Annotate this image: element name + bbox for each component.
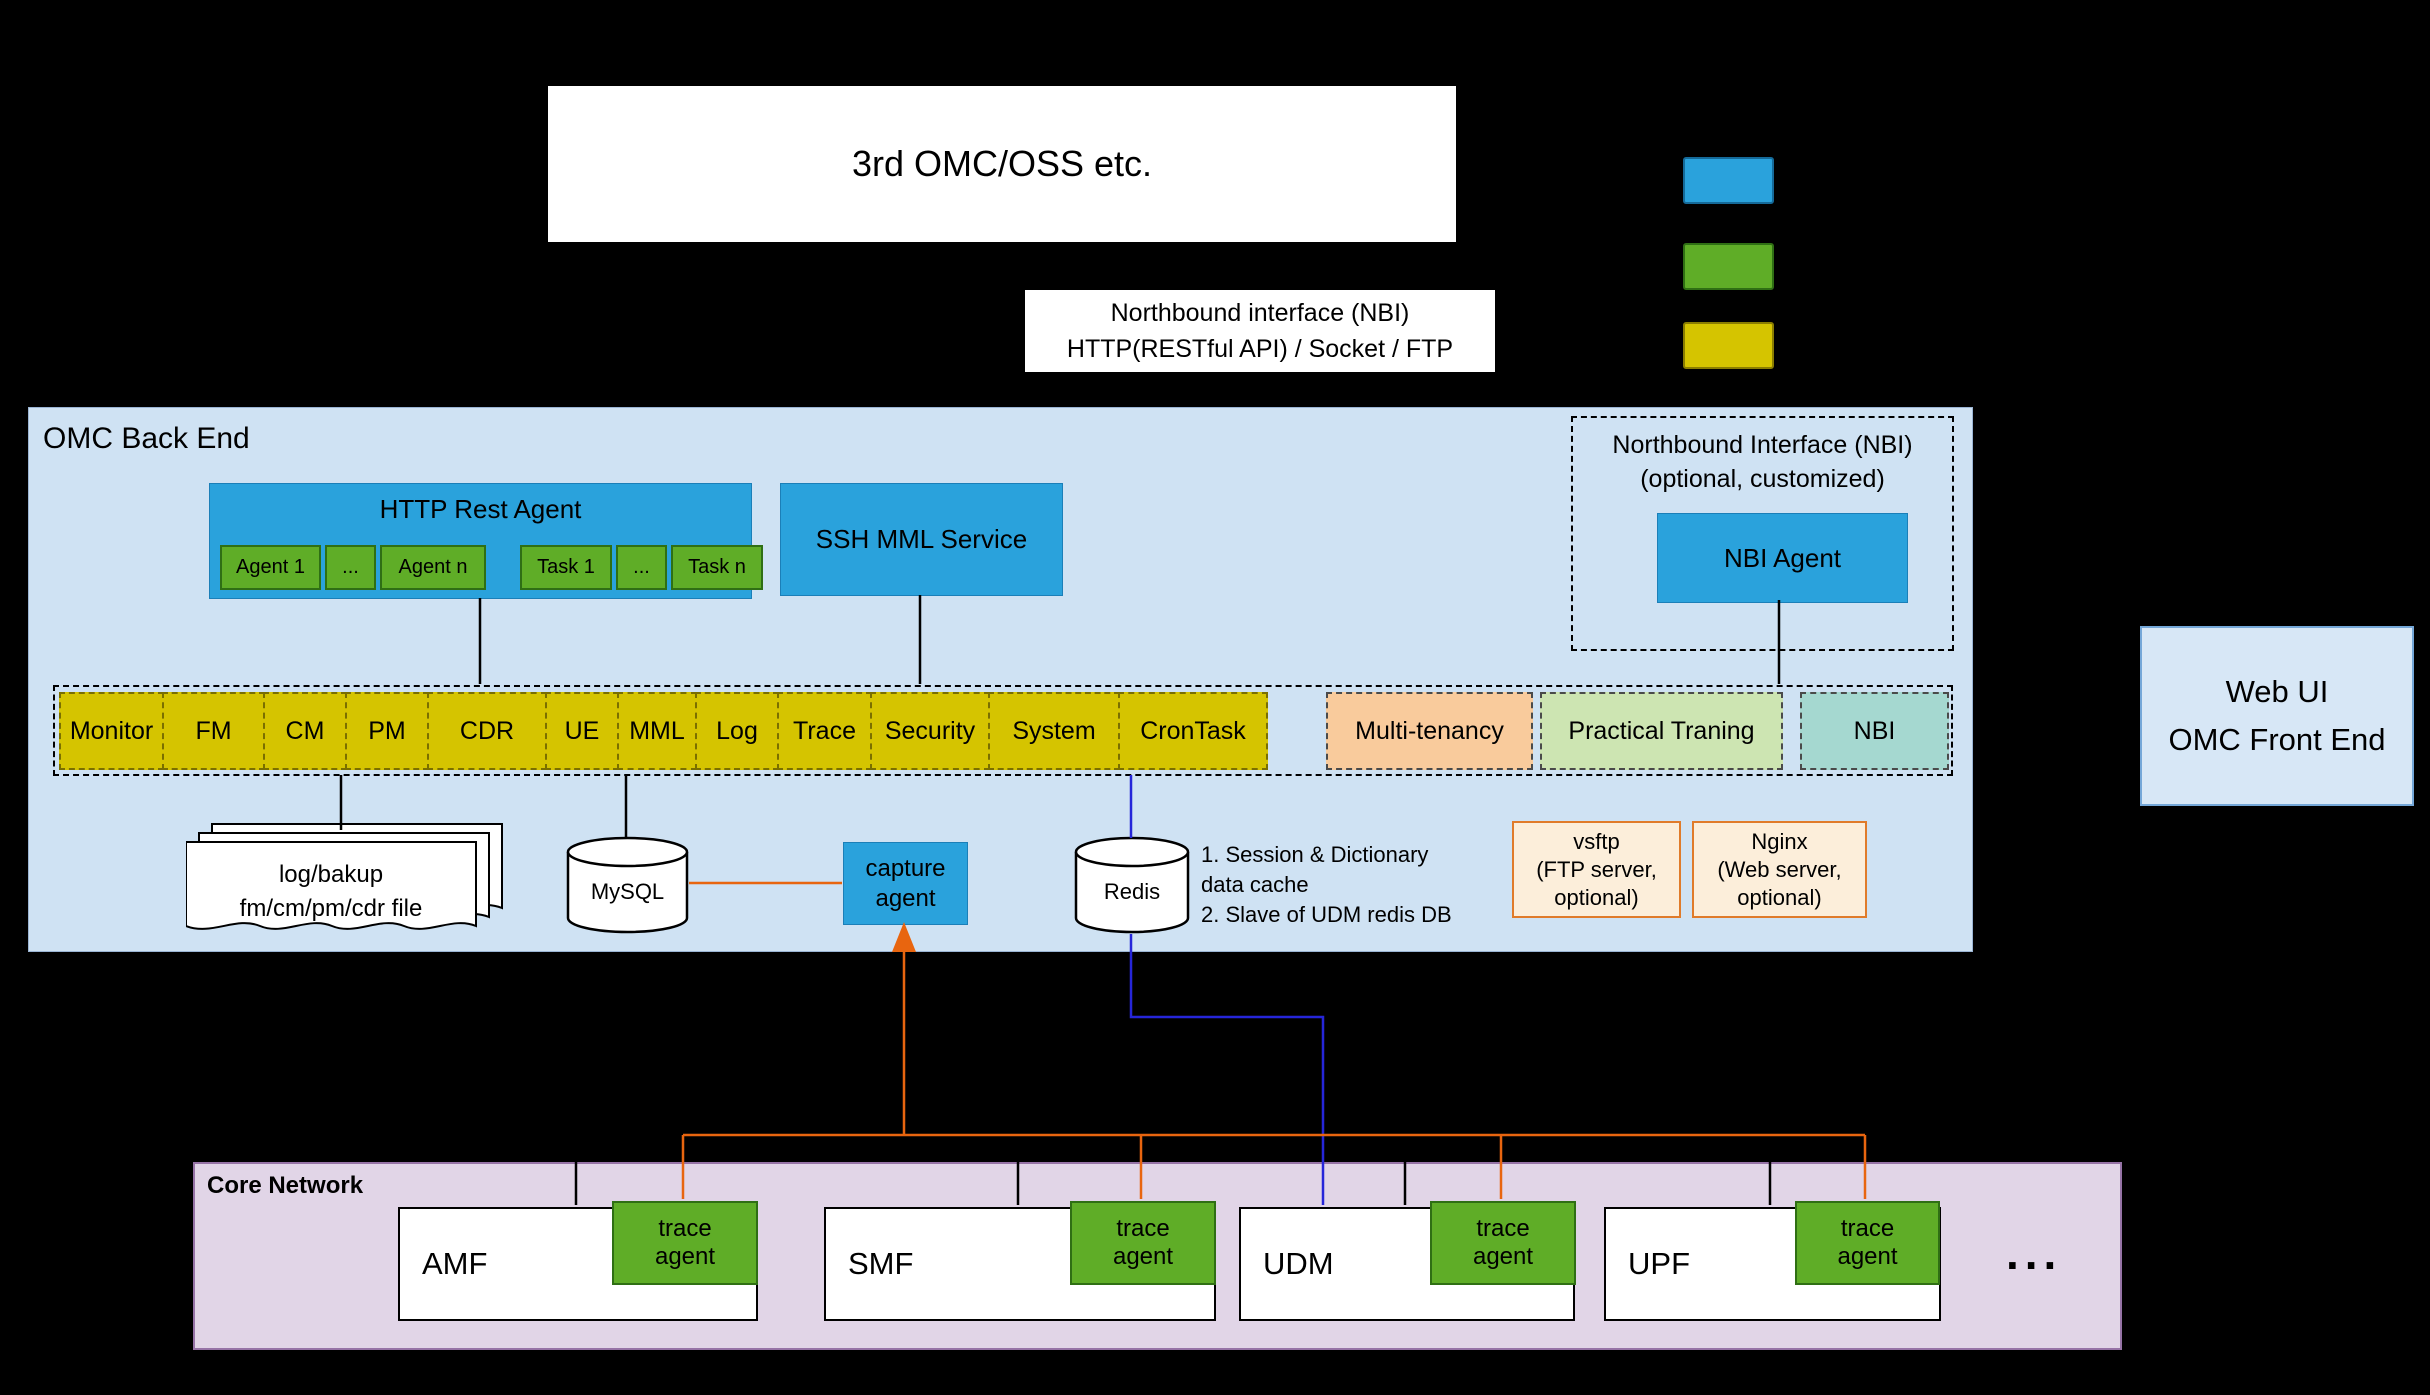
vsftp-line1: vsftp: [1573, 828, 1620, 854]
nginx-line3: optional): [1737, 884, 1822, 910]
task-1-box: Task 1: [520, 545, 612, 590]
trace-agent-line2: agent: [1112, 1243, 1174, 1270]
redis-label: Redis: [1103, 879, 1161, 904]
log-file-line1: log/bakup: [278, 861, 384, 888]
legend-blue-swatch: [1683, 157, 1774, 204]
ssh-mml-service-box: SSH MML Service: [780, 483, 1063, 596]
document-stack-icon: [185, 823, 503, 930]
web-ui-line1: Web UI: [2225, 674, 2329, 709]
nginx-line1: Nginx: [1751, 828, 1808, 854]
module-security: Security: [870, 692, 990, 770]
nbi-label-line2: HTTP(RESTful API) / Socket / FTP: [1066, 335, 1454, 363]
core-network-panel: Core Network AMF trace agent SMF trace a…: [193, 1162, 2122, 1350]
backend-panel-title: OMC Back End: [43, 422, 250, 455]
upf-label: UPF: [1628, 1246, 1690, 1281]
http-rest-agent-title: HTTP Rest Agent: [379, 494, 582, 524]
module-practical-training: Practical Traning: [1540, 692, 1783, 770]
nbi-optional-caption: Northbound Interface (NBI) (optional, cu…: [1573, 428, 1952, 496]
http-rest-agent-box: HTTP Rest Agent Agent 1 ... Agent n Task…: [209, 483, 763, 599]
vsftp-box: vsftp (FTP server, optional): [1512, 821, 1681, 918]
redis-note-line3: 2. Slave of UDM redis DB: [1201, 902, 1452, 927]
trace-agent-line1: trace: [1476, 1215, 1530, 1242]
log-file-label: log/bakup fm/cm/pm/cdr file: [190, 858, 472, 926]
omc-backend-panel: OMC Back End HTTP Rest Agent Agent 1 ...…: [28, 407, 1973, 952]
database-cylinder-icon: [1074, 836, 1190, 934]
module-crontask: CronTask: [1118, 692, 1268, 770]
module-multi-tenancy: Multi-tenancy: [1326, 692, 1533, 770]
trace-agent-line2: agent: [654, 1243, 716, 1270]
redis-note-line2: data cache: [1201, 872, 1309, 897]
trace-agent-line2: agent: [1472, 1243, 1534, 1270]
module-pm: PM: [345, 692, 429, 770]
mysql-label: MySQL: [590, 879, 665, 904]
module-fm: FM: [162, 692, 265, 770]
mysql-database: MySQL: [565, 835, 690, 935]
module-ue: UE: [545, 692, 619, 770]
nbi-agent-box: NBI Agent: [1657, 513, 1908, 603]
http-rest-agent-subagents: Agent 1 ... Agent n Task 1 ... Task n: [220, 545, 763, 590]
module-cm: CM: [263, 692, 347, 770]
trace-agent-line2: agent: [1837, 1243, 1898, 1270]
nbi-caption-line2: (optional, customized): [1640, 465, 1885, 493]
legend-yellow-swatch: [1683, 322, 1774, 369]
vsftp-line2: (FTP server,: [1536, 856, 1657, 882]
nbi-optional-container: Northbound Interface (NBI) (optional, cu…: [1571, 416, 1954, 651]
trace-agent-amf: trace agent: [612, 1201, 758, 1285]
nbi-label-line1: Northbound interface (NBI): [1110, 299, 1410, 327]
redis-note: 1. Session & Dictionary data cache 2. Sl…: [1201, 840, 1511, 930]
agent-ellipsis-box: ...: [325, 545, 376, 590]
trace-agent-smf: trace agent: [1070, 1201, 1216, 1285]
trace-agent-udm: trace agent: [1430, 1201, 1576, 1285]
backend-module-row: Monitor FM CM PM CDR UE MML Log Trace Se…: [53, 685, 1953, 776]
module-nbi: NBI: [1800, 692, 1949, 770]
log-file-line2: fm/cm/pm/cdr file: [239, 895, 423, 922]
core-network-title: Core Network: [207, 1172, 364, 1199]
module-trace: Trace: [777, 692, 872, 770]
third-party-omc-box: 3rd OMC/OSS etc.: [548, 86, 1456, 242]
udm-label: UDM: [1263, 1246, 1334, 1281]
vsftp-line3: optional): [1554, 884, 1639, 910]
agent-1-box: Agent 1: [220, 545, 321, 590]
module-mml: MML: [617, 692, 697, 770]
nbi-caption-line1: Northbound Interface (NBI): [1612, 431, 1913, 459]
redis-database: Redis: [1073, 835, 1191, 935]
capture-agent-line2: agent: [875, 884, 936, 912]
capture-agent-box: capture agent: [843, 842, 968, 925]
task-n-box: Task n: [671, 545, 763, 590]
database-cylinder-icon: [566, 836, 689, 934]
nbi-agent-label: NBI Agent: [1723, 542, 1842, 573]
subagent-spacer: [490, 545, 516, 590]
module-system: System: [988, 692, 1120, 770]
trace-agent-upf: trace agent: [1795, 1201, 1940, 1285]
redis-note-line1: 1. Session & Dictionary: [1201, 842, 1429, 867]
module-cdr: CDR: [427, 692, 547, 770]
amf-label: AMF: [422, 1246, 488, 1281]
third-party-omc-label: 3rd OMC/OSS etc.: [851, 143, 1153, 184]
legend-green-swatch: [1683, 243, 1774, 290]
agent-n-box: Agent n: [380, 545, 486, 590]
web-ui-line2: OMC Front End: [2168, 722, 2386, 757]
trace-agent-line1: trace: [1840, 1215, 1895, 1242]
task-ellipsis-box: ...: [616, 545, 667, 590]
web-ui-front-end-box: Web UI OMC Front End: [2140, 626, 2414, 806]
core-network-ellipsis: ...: [2006, 1227, 2063, 1279]
module-log: Log: [695, 692, 779, 770]
nginx-line2: (Web server,: [1717, 856, 1842, 882]
smf-label: SMF: [848, 1246, 914, 1281]
capture-agent-line1: capture: [865, 854, 946, 882]
ssh-mml-service-label: SSH MML Service: [815, 524, 1028, 554]
module-monitor: Monitor: [59, 692, 164, 770]
northbound-interface-label: Northbound interface (NBI) HTTP(RESTful …: [1025, 290, 1495, 372]
trace-agent-line1: trace: [658, 1215, 712, 1242]
log-backup-file-shape: log/bakup fm/cm/pm/cdr file: [185, 816, 506, 951]
yellow-module-group: Monitor FM CM PM CDR UE MML Log Trace Se…: [59, 692, 1268, 770]
nginx-box: Nginx (Web server, optional): [1692, 821, 1867, 918]
trace-agent-line1: trace: [1116, 1215, 1170, 1242]
